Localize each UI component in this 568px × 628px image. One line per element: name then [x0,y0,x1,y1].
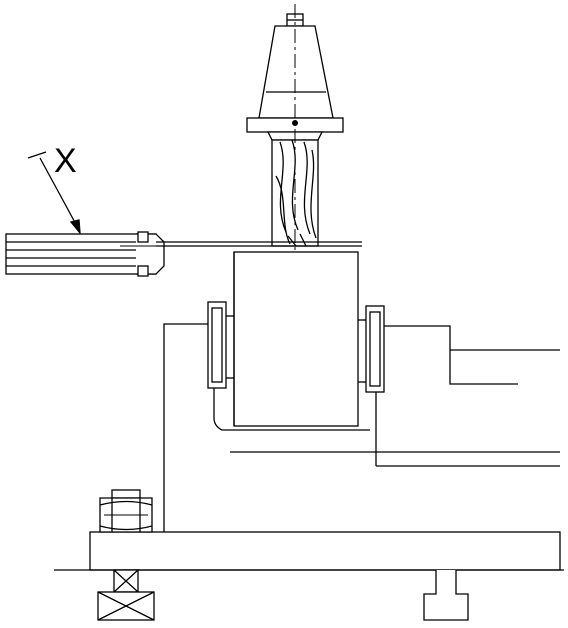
tool-holder [246,13,344,141]
right-clamp [358,305,385,466]
bolt-section [97,569,155,621]
feeler-blade [5,231,362,277]
fixture-body [163,323,560,532]
centre-point [292,120,298,126]
callout-leader [27,151,81,236]
left-clamp [207,301,370,431]
t-slot-key [423,570,469,621]
workpiece [233,251,359,427]
callout-label-x: X [54,142,77,180]
hex-nut [99,489,153,533]
base-plate [54,531,564,571]
